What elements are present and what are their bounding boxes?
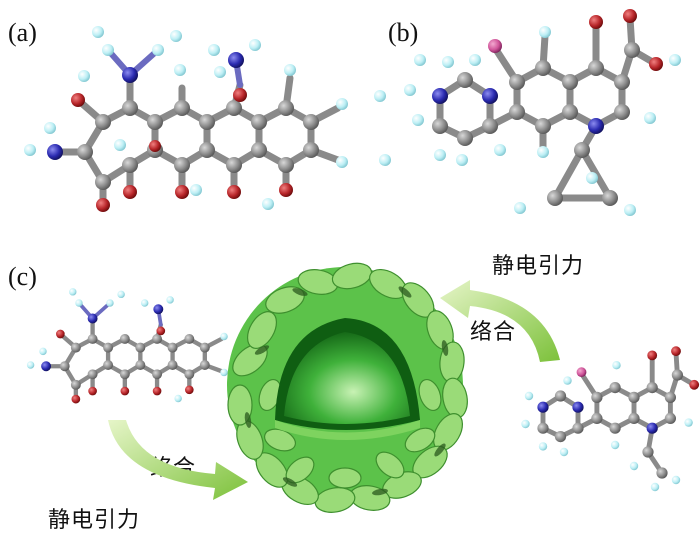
panel-label-a: (a) — [8, 18, 37, 47]
electrostatic-label-top: 静电引力 — [492, 254, 585, 279]
arrow-left-to-sphere — [108, 420, 248, 500]
panel-label-c: (c) — [8, 262, 37, 291]
molecule-c-ciprofloxacin — [521, 346, 700, 492]
molecule-b-ciprofloxacin — [374, 9, 681, 216]
electrostatic-label-bottom: 静电引力 — [48, 508, 141, 533]
panel-label-b: (b) — [388, 18, 419, 47]
arrow-right-to-sphere — [440, 280, 560, 362]
molecule-c-tetracycline — [26, 288, 228, 404]
adsorbent-sphere — [227, 262, 468, 513]
complexation-label-top: 络合 — [470, 320, 517, 345]
molecule-a-tetracycline — [24, 26, 348, 212]
